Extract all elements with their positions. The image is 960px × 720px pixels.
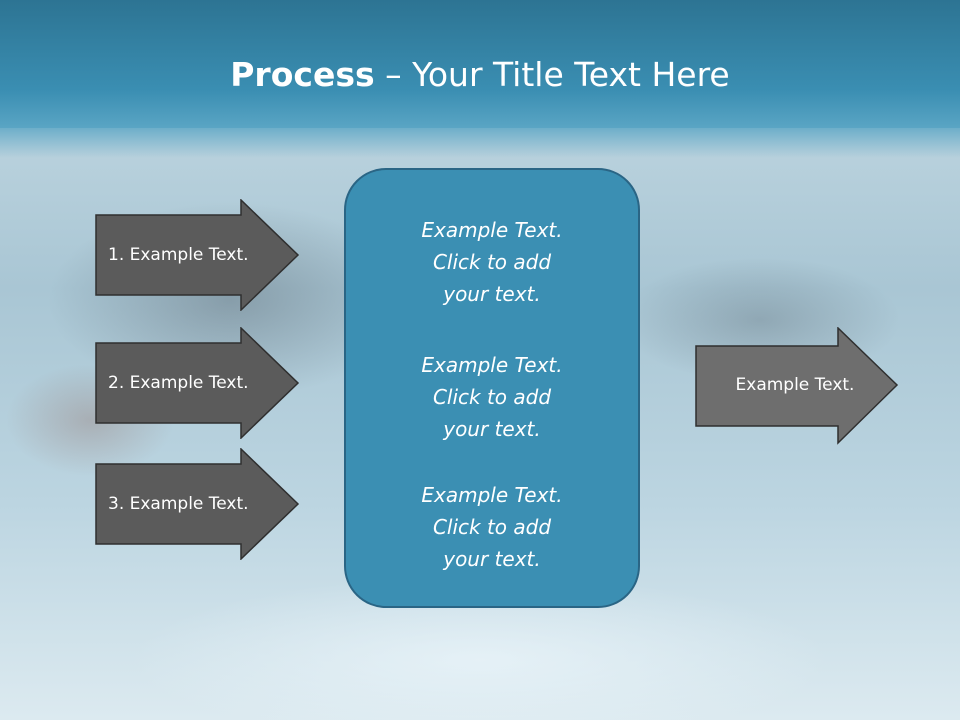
arrow-right-shape-icon — [695, 327, 899, 445]
title-rest-text: – Your Title Text Here — [374, 55, 730, 94]
paragraph-line: Example Text. — [421, 353, 563, 377]
paragraph-line: Example Text. — [421, 483, 563, 507]
paragraph-line: your text. — [443, 282, 541, 306]
arrow-right-shape-icon — [95, 199, 300, 311]
arrow-right-shape-icon — [95, 327, 300, 439]
center-text-box[interactable]: Example Text. Click to add your text. Ex… — [344, 168, 640, 608]
center-paragraph-3: Example Text. Click to add your text. — [346, 479, 638, 575]
title-bold-text: Process — [230, 55, 375, 94]
left-arrow-1-label: 1. Example Text. — [108, 245, 249, 265]
paragraph-line: your text. — [443, 417, 541, 441]
paragraph-line: Click to add — [432, 515, 552, 539]
left-arrow-1[interactable]: 1. Example Text. — [95, 199, 300, 311]
paragraph-line: Example Text. — [421, 218, 563, 242]
right-arrow-label: Example Text. — [735, 375, 855, 395]
paragraph-line: your text. — [443, 547, 541, 571]
right-arrow[interactable]: Example Text. — [695, 327, 900, 445]
center-paragraph-1: Example Text. Click to add your text. — [346, 214, 638, 310]
center-paragraph-2: Example Text. Click to add your text. — [346, 349, 638, 445]
left-arrow-2-label: 2. Example Text. — [108, 373, 249, 393]
slide-title[interactable]: Process – Your Title Text Here — [0, 50, 960, 100]
title-bar — [0, 0, 960, 128]
paragraph-line: Click to add — [432, 250, 552, 274]
left-arrow-3-label: 3. Example Text. — [108, 494, 249, 514]
left-arrow-3[interactable]: 3. Example Text. — [95, 448, 300, 560]
arrow-right-shape-icon — [95, 448, 300, 560]
left-arrow-2[interactable]: 2. Example Text. — [95, 327, 300, 439]
paragraph-line: Click to add — [432, 385, 552, 409]
title-bar-fade — [0, 128, 960, 158]
